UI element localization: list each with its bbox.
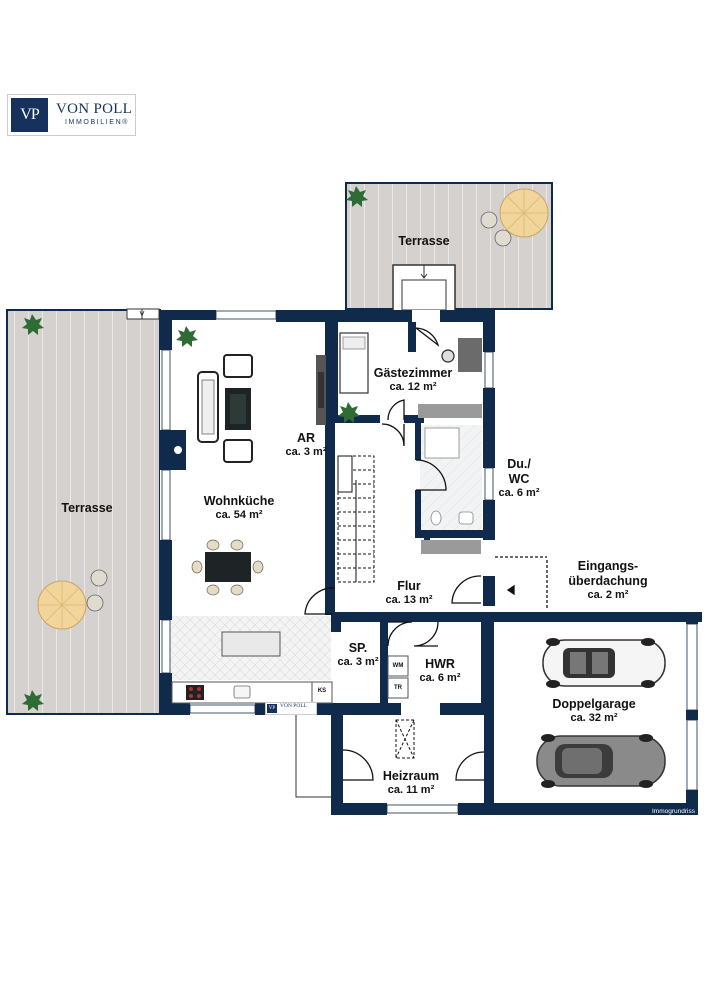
room-area: ca. 3 m² <box>337 656 379 668</box>
garage-wall-bottom <box>494 803 698 815</box>
watermark-mark: VP <box>267 704 277 713</box>
windows <box>161 310 698 814</box>
room-area: ca. 6 m² <box>419 672 461 684</box>
car-convertible <box>542 638 666 688</box>
credit-text: Immogrundriss <box>652 808 695 815</box>
room-area: ca. 32 m² <box>570 712 618 724</box>
room-area: ca. 3 m² <box>285 446 327 458</box>
room-area: ca. 13 m² <box>385 594 433 606</box>
room-name: Terrasse <box>61 501 113 515</box>
label-gaestezimmer: Gästezimmer ca. 12 m² <box>374 366 453 394</box>
terrace-door <box>126 308 160 320</box>
tag-washer: WM <box>392 663 404 669</box>
room-name: Heizraum <box>382 769 440 783</box>
room-name: AR <box>296 431 316 445</box>
bathroom-fixtures <box>424 427 474 526</box>
watermark-name: VON POLL <box>280 703 308 709</box>
car-coupe <box>536 734 666 788</box>
room-name-line1: Eingangs- <box>577 559 639 573</box>
label-terrace-left: Terrasse <box>61 501 112 516</box>
attic-hatch <box>395 719 415 759</box>
room-area: ca. 12 m² <box>389 381 437 393</box>
room-name: HWR <box>425 657 455 671</box>
watermark-logo: VP VON POLL <box>265 702 317 715</box>
kitchen <box>171 631 333 704</box>
room-area: ca. 11 m² <box>387 784 435 796</box>
brand-name: VON POLL <box>56 101 133 117</box>
label-ar: AR ca. 3 m² <box>286 431 327 459</box>
umbrella-top <box>480 188 549 247</box>
brand-mark: VP <box>11 98 48 132</box>
dining-set <box>191 539 264 596</box>
label-hwr: HWR ca. 6 m² <box>420 657 461 685</box>
room-area: ca. 2 m² <box>587 589 629 601</box>
tag-dryer: TR <box>394 685 402 691</box>
room-name: Wohnküche <box>203 494 275 508</box>
brand-sub: IMMOBILIEN® <box>65 119 129 126</box>
room-area: ca. 54 m² <box>215 509 263 521</box>
room-name: Doppelgarage <box>552 697 636 711</box>
umbrella-left <box>37 569 108 630</box>
doors <box>304 327 548 781</box>
label-flur: Flur ca. 13 m² <box>385 579 432 607</box>
room-name-line1: Du./ <box>507 457 531 471</box>
guest-furniture <box>339 332 482 554</box>
laundry <box>387 655 409 699</box>
sofa-set <box>197 354 326 463</box>
room-name-line2: WC <box>508 472 530 486</box>
room-area: ca. 6 m² <box>498 487 540 499</box>
room-name: Gästezimmer <box>373 366 453 380</box>
label-sp: SP. ca. 3 m² <box>338 641 379 669</box>
brand-logo: VP VON POLL IMMOBILIEN® <box>7 94 136 136</box>
label-heizraum: Heizraum ca. 11 m² <box>383 769 439 797</box>
terrace-left <box>6 309 161 715</box>
fireplace-opening <box>174 446 182 454</box>
room-name-line2: überdachung <box>568 574 648 588</box>
tag-fridge: KS <box>317 688 327 694</box>
label-du-wc: Du./ WC ca. 6 m² <box>499 457 540 500</box>
room-name: SP. <box>348 641 368 655</box>
entrance-step <box>295 715 331 798</box>
label-terrace-top: Terrasse <box>398 234 449 249</box>
label-garage: Doppelgarage ca. 32 m² <box>552 697 635 725</box>
plants <box>22 186 368 711</box>
room-name: Flur <box>397 579 421 593</box>
room-name: Terrasse <box>398 234 450 248</box>
staircase <box>337 455 375 583</box>
label-eingang: Eingangs- überdachung ca. 2 m² <box>568 559 647 602</box>
label-wohnkueche: Wohnküche ca. 54 m² <box>204 494 275 522</box>
